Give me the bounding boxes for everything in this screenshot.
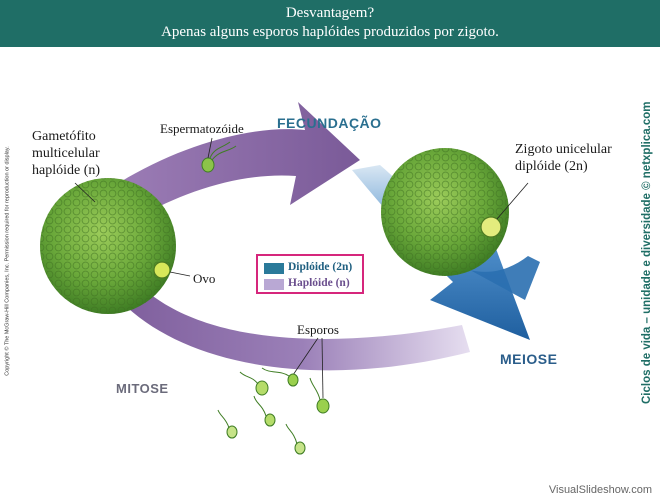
legend-haploid-swatch [264, 279, 284, 290]
spore-icons [217, 337, 330, 455]
header-subtitle: Apenas alguns esporos haplóides produzid… [161, 24, 499, 40]
zygote-cell [381, 148, 529, 276]
header-title: Desvantagem? [285, 5, 375, 21]
egg-label: Ovo [193, 271, 216, 286]
side-caption: Ciclos de vida – unidade e diversidade ©… [641, 101, 653, 404]
gametophyte-cell [40, 178, 191, 314]
spermatozoid-label: Espermatozóide [160, 121, 244, 136]
legend-diploid-swatch [264, 263, 284, 274]
spores-label: Esporos [297, 322, 339, 337]
spermatozoid-icon [201, 137, 237, 173]
slide-header: Desvantagem? Apenas alguns esporos hapló… [0, 0, 660, 47]
fertilization-arrow [120, 102, 360, 218]
copyright-text: Copyright © The McGraw-Hill Companies, I… [4, 146, 11, 376]
mitosis-label: MITOSE [116, 381, 169, 396]
zygote-label: Zigoto unicelular diplóide (2n) [515, 142, 612, 174]
mitosis-arrow [98, 258, 470, 371]
fertilization-label: FECUNDAÇÃO [277, 115, 382, 131]
gametophyte-label: Gametófito multicelular haplóide (n) [32, 129, 101, 178]
meiosis-label: MEIOSE [500, 351, 558, 367]
watermark: VisualSlideshow.com [548, 484, 652, 496]
legend: Diplóide (2n) Haplóide (n) [256, 254, 364, 294]
